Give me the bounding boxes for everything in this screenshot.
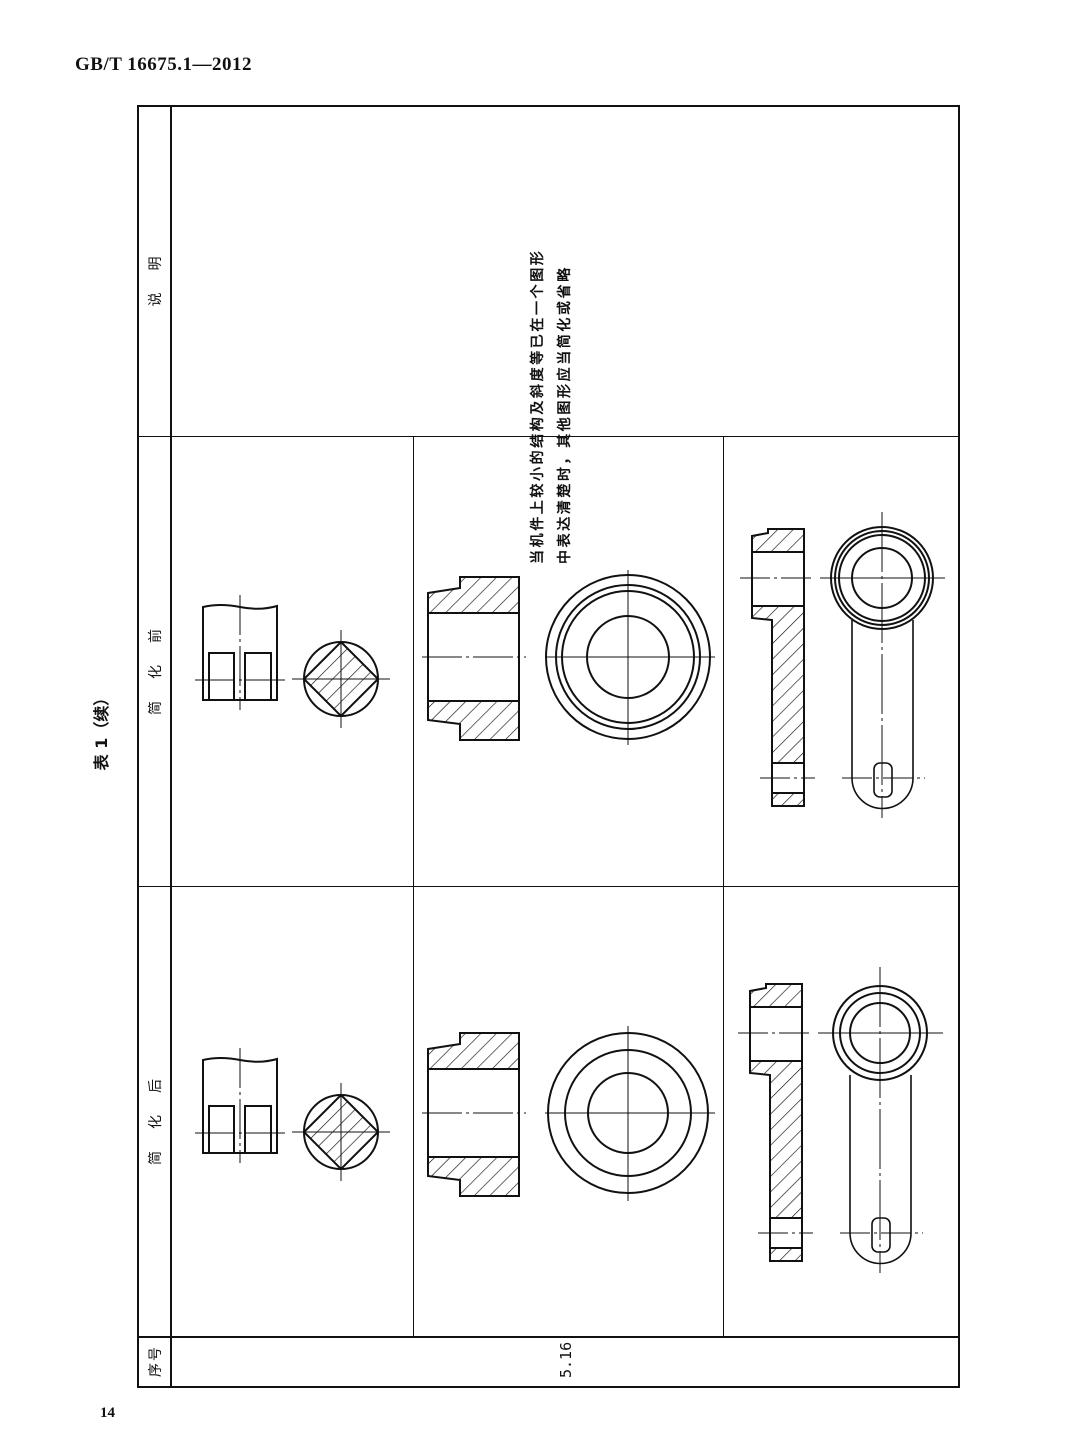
drawing-before-lever [739, 511, 946, 819]
standard-code: GB/T 16675.1—2012 [75, 54, 253, 75]
drawing-after-lever [737, 966, 944, 1274]
drawing-before-bushing [421, 570, 715, 745]
drawing-after-bushing [421, 1026, 715, 1201]
page-number: 14 [100, 1405, 115, 1421]
drawing-after-shaft [194, 1047, 391, 1182]
drawing-before-shaft [194, 594, 391, 729]
